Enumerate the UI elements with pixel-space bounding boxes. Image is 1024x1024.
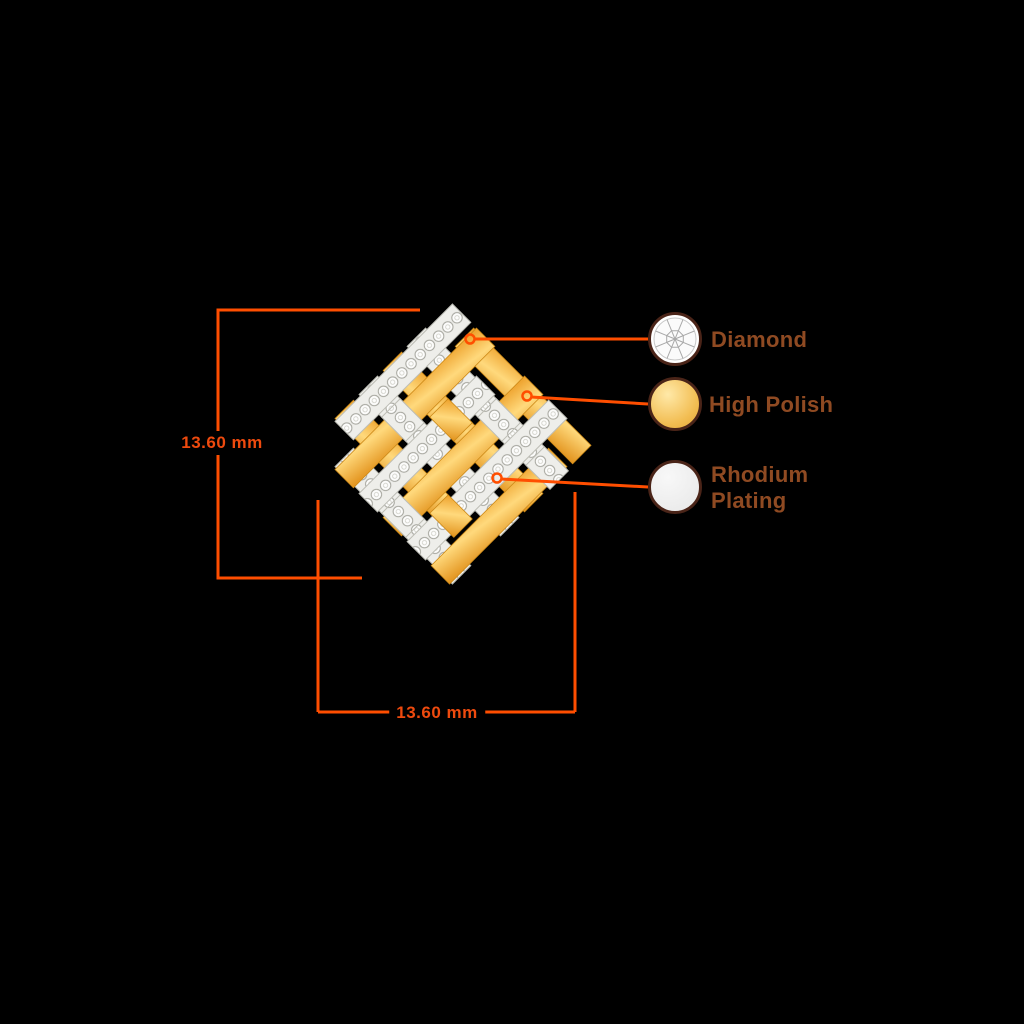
legend-label-diamond: Diamond <box>711 327 808 352</box>
legend-label-high-polish: High Polish <box>709 392 834 417</box>
legend-label-rhodium-plating: Rhodium Plating <box>711 462 809 513</box>
diamond-swatch <box>648 312 702 366</box>
high-polish-swatch <box>648 377 702 431</box>
diamond-bar-weave <box>380 398 425 442</box>
diamond-bar-weave <box>380 494 425 539</box>
vertical-dimension-label: 13.60 mm <box>174 431 270 455</box>
diamond-swatch-icon <box>653 317 697 361</box>
rhodium-callout-marker <box>491 472 503 484</box>
diamond-callout-marker <box>464 333 476 345</box>
diamond-bar <box>358 375 496 513</box>
rhodium-leader-line <box>500 477 649 489</box>
rhodium-plating-swatch <box>648 460 702 514</box>
high-polish-callout-marker <box>521 390 533 402</box>
diamond-bar <box>334 303 472 441</box>
diamond-bar-weave <box>477 398 522 442</box>
high-polish-leader-line <box>530 395 649 406</box>
horizontal-dimension-line <box>316 492 577 714</box>
gold-bar-weave <box>429 398 473 442</box>
gold-bar-weave <box>429 494 473 538</box>
gold-bar <box>334 327 496 489</box>
horizontal-dimension-label: 13.60 mm <box>389 701 485 725</box>
diamond-bar-weave <box>525 446 570 490</box>
